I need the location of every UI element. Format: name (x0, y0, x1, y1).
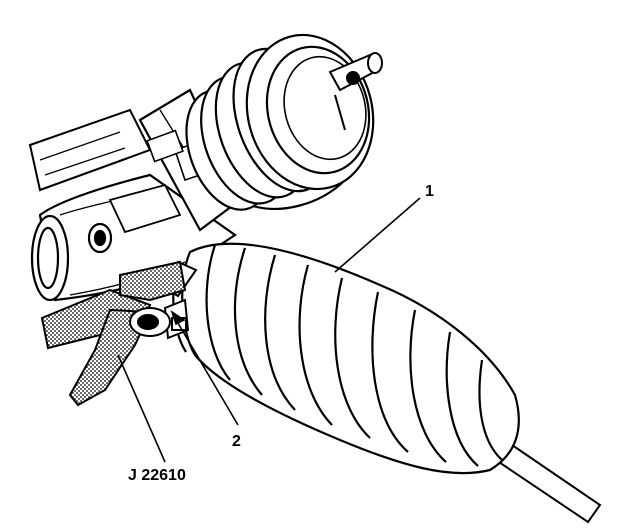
input-shaft (328, 52, 383, 131)
steering-boot (172, 242, 520, 475)
rack-housing-tube (28, 108, 152, 192)
leader-arrow-2 (170, 310, 186, 326)
clamp-pliers-tool (40, 260, 187, 407)
tool-label: J 22610 (128, 467, 186, 484)
leader-lines (117, 197, 421, 463)
leader-line-tool (117, 354, 166, 463)
pinion-pulley-stack (185, 33, 375, 211)
callout-2-label: 2 (232, 433, 241, 450)
leader-line-1 (334, 197, 421, 273)
leader-line-2 (174, 317, 239, 426)
callout-1-label: 1 (425, 183, 434, 200)
